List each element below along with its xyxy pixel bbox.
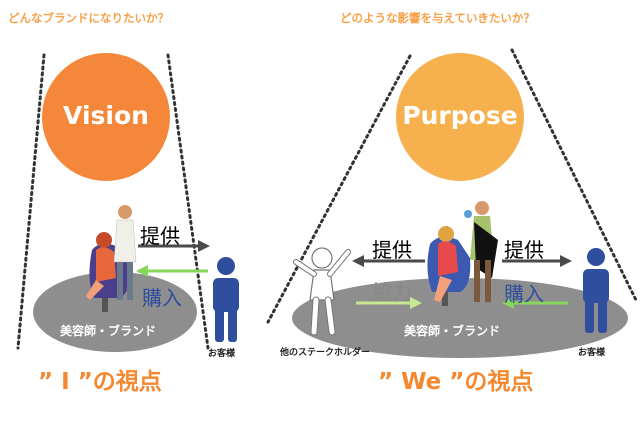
right-provide-label-right: 提供 [504,238,544,262]
vision-label: Vision [63,101,149,130]
vision-circle [42,53,170,181]
right-cone-line-right [510,48,638,302]
left-customer-label: お客様 [208,349,236,359]
left-base-label: 美容師・ブランド [60,324,157,338]
right-customer-figure [583,248,609,333]
right-cone-line-left [266,54,412,324]
left-purchase-label: 購入 [142,286,182,310]
we-perspective-title: ” We ”の視点 [378,369,534,395]
left-customer-figure [213,257,239,342]
i-perspective-title: ” I ”の視点 [38,369,162,395]
right-base-ellipse [292,278,628,358]
right-provide-arrow-right [502,255,572,267]
left-hairdresser-illustration [86,205,137,312]
cooperate-label: 協力 [372,280,412,304]
left-base-ellipse [33,272,197,352]
purpose-label: Purpose [402,101,518,130]
cooperate-arrow [356,297,422,309]
left-provide-label: 提供 [140,224,180,248]
stakeholder-label: 他のステークホルダー [280,348,371,358]
right-provide-arrow-left [352,255,425,267]
purpose-circle [396,53,524,181]
right-purchase-label: 購入 [504,282,544,306]
right-customer-label: お客様 [578,348,606,358]
right-base-label: 美容師・ブランド [404,324,501,338]
stakeholder-figure [293,247,351,336]
left-purchase-arrow [136,265,208,277]
left-cone-line-right [166,53,210,350]
left-cone-line-left [16,53,46,350]
right-hairdresser-illustration [427,201,498,306]
right-question: どのような影響を与えていきたいか？ [340,11,535,25]
left-provide-arrow [138,240,210,252]
right-purchase-arrow [502,297,568,309]
right-provide-label-left: 提供 [372,238,412,262]
left-question: どんなブランドになりたいか？ [8,11,169,25]
